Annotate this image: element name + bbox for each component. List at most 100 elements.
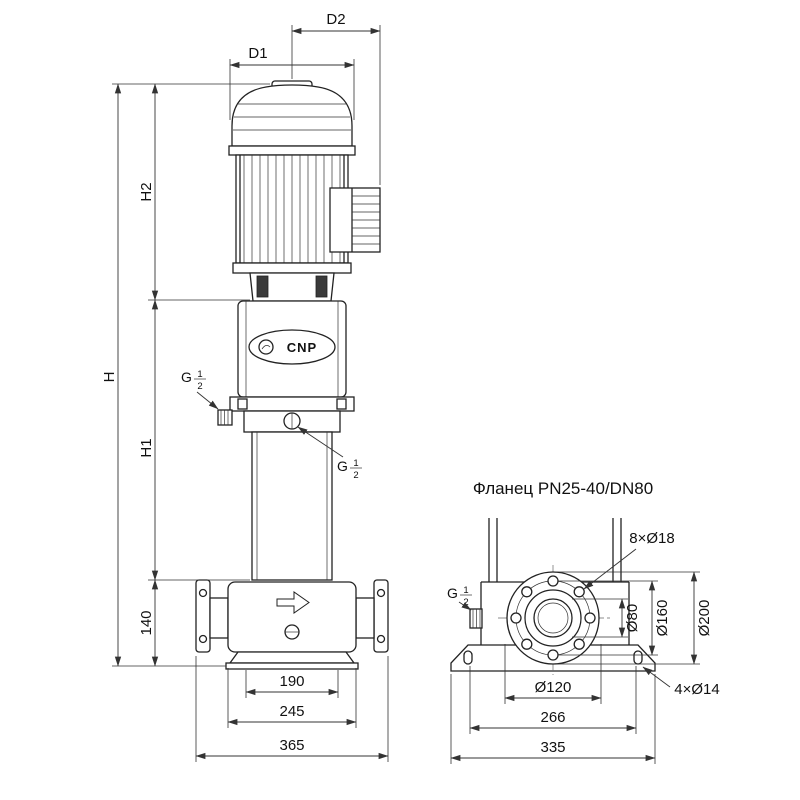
suction-stub: [209, 597, 229, 639]
ext-bore: [572, 598, 628, 638]
housing-body: [227, 581, 357, 653]
g-letter: G: [337, 458, 348, 474]
head-flange: [229, 396, 355, 412]
flange-bolt: [198, 634, 208, 644]
flange-bolt: [198, 588, 208, 598]
ext-bolt-circle: [558, 580, 658, 656]
ext-245: [227, 668, 357, 728]
discharge-flange: [373, 579, 389, 653]
g-half-callout-left: G 1 2: [181, 369, 219, 410]
head-flange-bolt-left: [237, 398, 248, 410]
g-denominator: 2: [197, 381, 202, 392]
g-numerator: 1: [353, 458, 358, 469]
dim-label-h2: H2: [138, 182, 155, 201]
g-letter: G: [181, 369, 192, 385]
terminal-box-ribs: [352, 195, 380, 245]
pump-base-housing: [195, 579, 389, 670]
pump-head-walls: [245, 301, 339, 397]
flange-dimensions: 8×Ø18 Ø80 Ø160 Ø200 Ø120 266 335 4×Ø14: [447, 530, 720, 764]
ext-335: [450, 674, 656, 764]
head-side-port: [217, 409, 233, 426]
g-leader-arrow: [196, 391, 219, 410]
g-numerator: 1: [197, 369, 202, 380]
dim-label-bolt-holes: 8×Ø18: [629, 530, 674, 547]
adapter-window-right: [315, 275, 328, 298]
ext-raised-face: [504, 644, 602, 704]
bolt-holes: [510, 575, 596, 661]
ext-365: [195, 656, 389, 762]
flange-bolt: [376, 588, 386, 598]
flange-view: Фланец PN25-40/DN80: [447, 479, 720, 764]
bolt-hole: [573, 586, 585, 598]
ext-266: [469, 666, 637, 734]
bolt-holes-leader: [583, 548, 637, 590]
discharge-stub: [355, 597, 375, 639]
bolt-hole: [521, 586, 533, 598]
dim-label-266: 266: [540, 709, 565, 726]
motor-adapter: [249, 272, 335, 302]
flange-body: [450, 518, 656, 675]
base-slot-left: [463, 650, 473, 665]
fan-cover-band: [228, 145, 356, 156]
dim-label-245: 245: [279, 703, 304, 720]
dim-label-bolt-circle: Ø160: [654, 600, 671, 637]
raised-face-circle: [524, 589, 582, 647]
front-view: CNP: [101, 11, 389, 762]
g-letter: G: [447, 585, 458, 601]
motor-fan-cover: [231, 84, 353, 147]
g-leader-arrow: [297, 426, 344, 458]
dim-label-base-holes: 4×Ø14: [674, 681, 719, 698]
dim-label-bore: Ø80: [624, 604, 641, 632]
head-side-port-threads: [220, 410, 229, 425]
cnp-logo: CNP: [248, 329, 336, 365]
dim-label-190: 190: [279, 673, 304, 690]
dim-label-h1: H1: [138, 438, 155, 457]
logo-mark-swirl: [261, 345, 271, 350]
ext-d1: [229, 59, 355, 120]
column-sleeve: [251, 431, 333, 581]
head-flange-bolt-right: [336, 398, 347, 410]
base-plate: [225, 662, 359, 670]
ext-h2-h1: [148, 299, 250, 581]
bolt-hole: [547, 575, 559, 587]
dim-label-335: 335: [540, 739, 565, 756]
base-slot-right: [633, 650, 643, 665]
front-dimensions: D2 D1 H H2 H1 140 190 245 365: [101, 11, 389, 762]
dim-label-d2: D2: [326, 11, 345, 28]
bolt-hole: [573, 638, 585, 650]
bolt-hole: [521, 638, 533, 650]
bore-inner-circle: [537, 602, 569, 634]
ext-h: [112, 83, 270, 667]
g-numerator: 1: [463, 585, 468, 596]
column-edges: [488, 518, 622, 582]
pump-head: CNP: [217, 300, 355, 433]
flange-bolt: [376, 634, 386, 644]
base-pedestal: [228, 651, 356, 664]
motor-bottom-band: [232, 262, 352, 274]
suction-flange: [195, 579, 211, 653]
dim-label-365: 365: [279, 737, 304, 754]
logo-oval: [248, 329, 336, 365]
g-denominator: 2: [353, 470, 358, 481]
bolt-hole: [547, 649, 559, 661]
column-walls: [256, 432, 328, 580]
ext-outer-dia: [556, 571, 700, 665]
logo-mark-icon: [258, 339, 274, 355]
dim-label-outer-dia: Ø200: [696, 600, 713, 637]
pump-column: [251, 431, 333, 581]
flow-direction-arrow: [276, 591, 310, 614]
flange-view-title: Фланец PN25-40/DN80: [473, 479, 653, 498]
base-holes-leader: [642, 666, 671, 688]
bolt-hole: [584, 612, 596, 624]
fan-cover-ribs: [233, 103, 351, 131]
adapter-window-left: [256, 275, 269, 298]
g-half-callout-right: G 1 2: [297, 426, 362, 481]
logo-text: CNP: [287, 340, 317, 355]
bolt-hole: [510, 612, 522, 624]
g-leader-arrow: [458, 601, 472, 611]
dim-label-140: 140: [138, 610, 155, 635]
side-port-threads: [472, 609, 481, 628]
bore-circle: [533, 598, 573, 638]
